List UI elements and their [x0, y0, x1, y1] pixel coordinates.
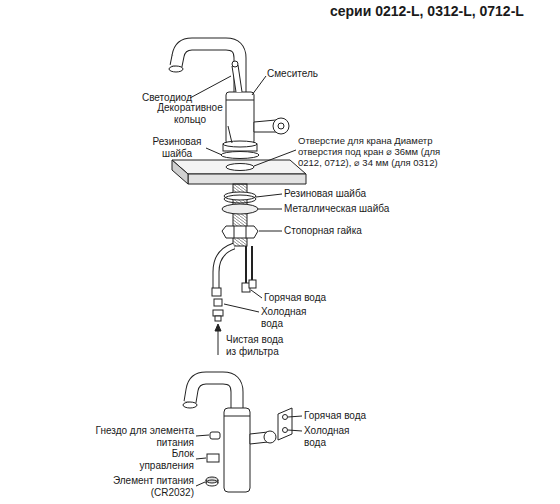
part-label: Металлическая шайба: [284, 203, 414, 215]
part-label: Элемент питания (CR2032): [94, 475, 194, 498]
part-label: Светодиод: [128, 92, 192, 104]
part-label: Стопорная гайка: [284, 225, 394, 237]
part-label: Отверстие для крана Диаметр отверстия по…: [298, 136, 458, 169]
part-label: Чистая вода из фильтра: [226, 334, 296, 357]
part-label: Резиновая шайба: [284, 188, 394, 200]
part-label: Блок управления: [134, 448, 194, 471]
part-label: Холодная вода: [304, 425, 364, 448]
part-label: Горячая вода: [304, 410, 394, 422]
part-label: Горячая вода: [264, 292, 354, 304]
diagram-title: серии 0212-L, 0312-L, 0712-L: [330, 3, 524, 19]
part-label: Резиновая шайба: [148, 136, 206, 159]
part-label: Гнездо для элемента питания: [94, 425, 194, 448]
part-label: Декоративное кольцо: [150, 102, 230, 125]
part-label: Холодная вода: [261, 306, 321, 329]
part-label: Смеситель: [267, 68, 337, 80]
